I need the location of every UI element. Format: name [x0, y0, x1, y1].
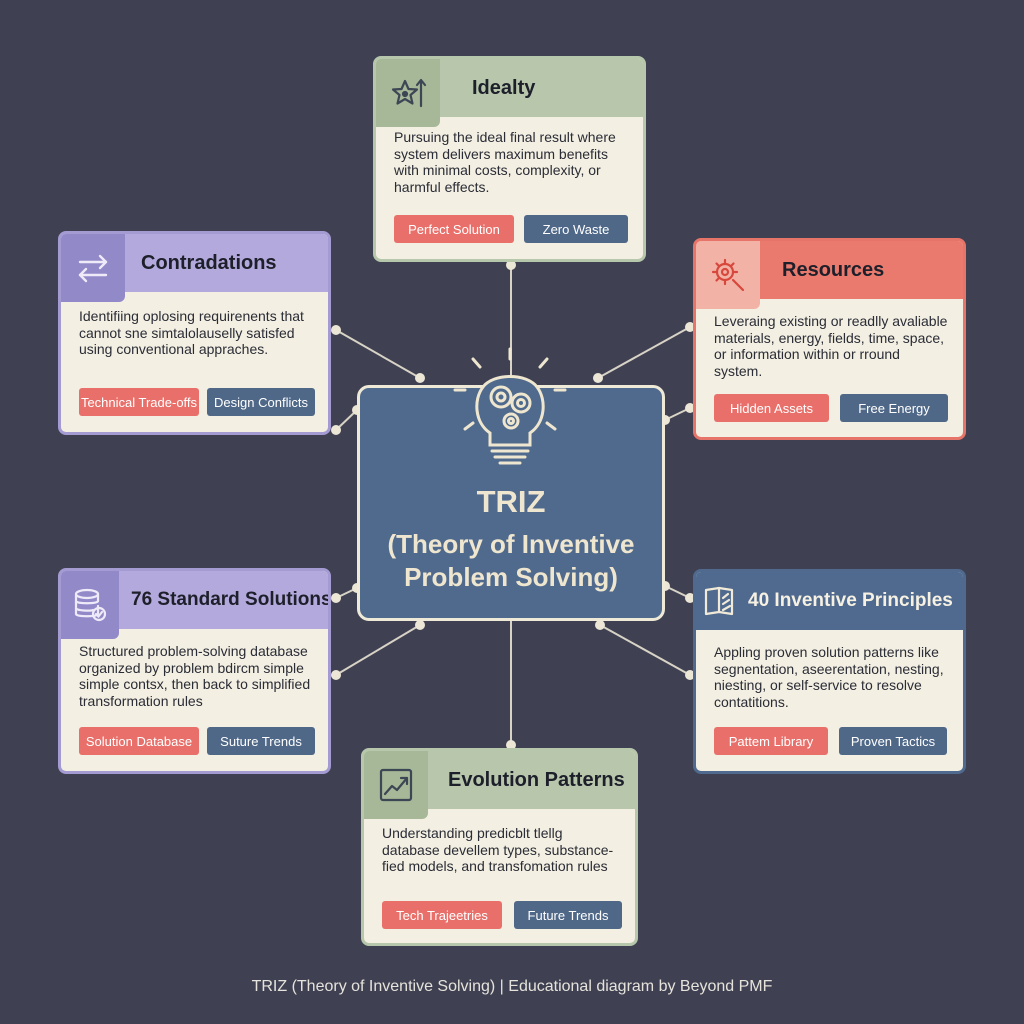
swap-arrows-icon [78, 254, 108, 283]
card-resources: Resources Leveraing existing or readlly … [693, 238, 966, 440]
card-description: Pursuing the ideal final result where sy… [394, 129, 616, 195]
icon-tile [696, 241, 760, 309]
gear-search-icon [711, 258, 745, 292]
icon-tile [376, 59, 440, 127]
card-description: Appling proven solution patterns like se… [714, 644, 944, 710]
tag-pattern-library: Pattem Library [714, 727, 828, 755]
tag-zero-waste: Zero Waste [524, 215, 628, 243]
card-title: Evolution Patterns [448, 768, 625, 791]
card-evolution-patterns: Evolution Patterns Understanding predicb… [361, 748, 638, 946]
card-header: 40 Inventive Principles [696, 572, 963, 630]
tag-free-energy: Free Energy [840, 394, 948, 422]
footer-caption: TRIZ (Theory of Inventive Solving) | Edu… [251, 978, 773, 995]
card-description: Leveraing existing or readlly avaliable … [714, 313, 948, 379]
icon-tile [364, 751, 428, 819]
tag-future-trends: Future Trends [514, 901, 622, 929]
card-header: Idealty [376, 59, 643, 127]
tag-design-conflicts: Design Conflicts [207, 388, 315, 416]
tag-perfect-solution: Perfect Solution [394, 215, 514, 243]
tag-proven-tactics: Proven Tactics [839, 727, 947, 755]
card-ideality: Idealty Pursuing the ideal final result … [373, 56, 646, 262]
card-header: Contradations [61, 234, 328, 302]
icon-tile [696, 572, 746, 630]
card-description: Understanding predicblt tlellg database … [382, 825, 614, 874]
lightbulb-gears-icon [453, 347, 567, 465]
center-title: TRIZ [476, 484, 546, 519]
book-arrows-icon [704, 586, 734, 616]
card-contradictions: Contradations Identifiing oplosing requi… [58, 231, 331, 435]
icon-tile [61, 234, 125, 302]
card-description: Structured problem-solving database orga… [79, 643, 311, 709]
card-title: 40 Inventive Principles [748, 590, 953, 611]
card-standard-solutions: 76 Standard Solutions Structured problem… [58, 568, 331, 774]
card-header: Resources [696, 241, 963, 309]
tag-hidden-assets: Hidden Assets [714, 394, 829, 422]
card-title: 76 Standard Solutions [131, 589, 331, 610]
database-check-icon [74, 588, 107, 622]
card-inventive-principles: 40 Inventive Principles Appling proven s… [693, 569, 966, 774]
card-title: Idealty [472, 76, 536, 99]
center-subtitle: (Theory of Inventive Problem Solving) [387, 529, 635, 592]
card-header: Evolution Patterns [364, 751, 635, 819]
tag-tech-trajectories: Tech Trajeetries [382, 901, 502, 929]
star-arrow-icon [391, 78, 427, 108]
card-title: Contradations [141, 251, 277, 274]
icon-tile [61, 571, 119, 639]
tag-technical-trade-offs: Technical Trade-offs [79, 388, 199, 416]
card-title: Resources [782, 258, 885, 281]
trend-chart-icon [379, 768, 413, 802]
tag-suture-trends: Suture Trends [207, 727, 315, 755]
card-description: Identifiing oplosing requirenents that c… [79, 308, 304, 357]
tag-solution-database: Solution Database [79, 727, 199, 755]
card-header: 76 Standard Solutions [61, 571, 331, 639]
